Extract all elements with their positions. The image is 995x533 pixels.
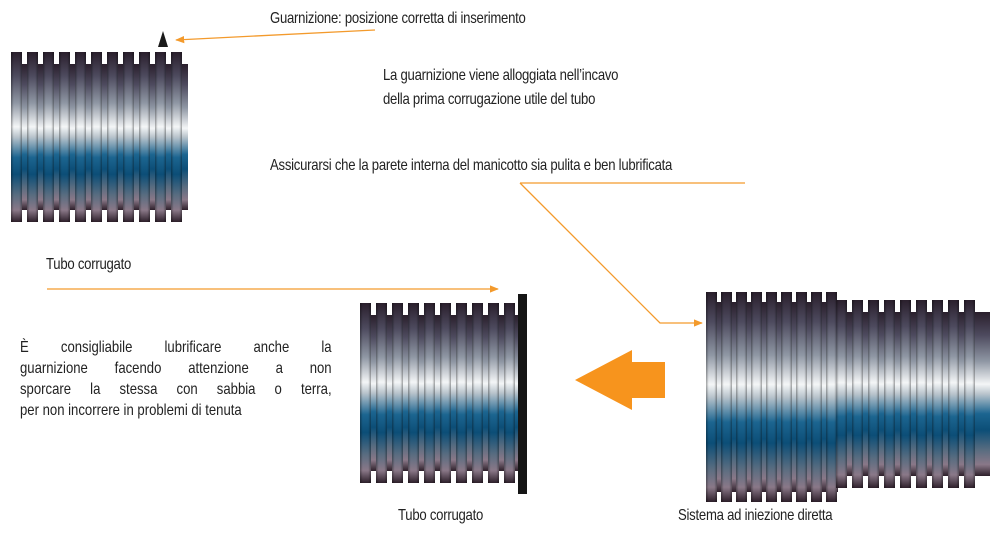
pipe-rib-shade [27,52,38,222]
pipe-rib-shade [751,292,762,502]
corrugated-pipe-top [11,52,188,222]
pipe-rib-shade [736,292,747,502]
pipe-rib-shade [171,52,182,222]
label-pipe-bottom: Tubo corrugato [398,507,484,524]
gasket-triangle-icon [158,31,168,47]
pipe-rib-shade [811,292,822,502]
pipe-rib-shade [721,292,732,502]
label-gasket-housed-1: La guarnizione viene alloggiata nell’inc… [383,67,619,84]
pipe-rib-shade [11,52,22,222]
leader-lines [47,29,745,327]
gasket-black-ring [518,294,527,494]
pipe-rib-shade [504,303,515,483]
pipe-rib-shade [59,52,70,222]
pipe-rib-shade [706,292,717,502]
pipe-rib-shade [139,52,150,222]
pipe-rib-shade [826,292,837,502]
pipe-rib-shade [964,300,975,488]
pipe-rib-shade [91,52,102,222]
left-arrow-icon [575,350,665,410]
injection-sleeve-pipe [706,292,838,502]
pipe-rib-shade [916,300,927,488]
corrugated-pipe-bottom [360,303,520,483]
pipe-rib-shade [376,303,387,483]
pipe-rib-shade [796,292,807,502]
pipe-rib-shade [852,300,863,488]
label-injection-system: Sistema ad iniezione diretta [678,507,833,524]
leader-sleeve-to-system [519,182,703,327]
pipe-rib-shade [107,52,118,222]
pipe-rib-shade [440,303,451,483]
leader-gasket-position [175,29,376,44]
advice-line: per non incorrere in problemi di tenuta [20,402,242,419]
advice-line: È consigliabile lubrificare anche la [20,339,332,356]
pipe-rib-shade [155,52,166,222]
pipe-rib-shade [488,303,499,483]
pipe-rib-shade [836,300,847,488]
advice-line: guarnizione facendo attenzione a non [20,360,332,377]
advice-line: sporcare la stessa con sabbia o terra, [20,381,332,398]
injection-sleeve-body [836,300,990,488]
pipe-rib-shade [360,303,371,483]
label-gasket-housed-2: della prima corrugazione utile del tubo [383,91,596,108]
pipe-rib-shade [424,303,435,483]
pipe-rib-shade [123,52,134,222]
pipe-rib-shade [884,300,895,488]
pipe-rib-shade [75,52,86,222]
pipe-rib-shade [456,303,467,483]
advice-paragraph: È consigliabile lubrificare anche la gua… [20,337,332,421]
pipe-rib-shade [781,292,792,502]
pipe-rib-shade [932,300,943,488]
pipe-rib-shade [472,303,483,483]
pipe-rib-shade [766,292,777,502]
pipe-rib-shade [948,300,959,488]
pipe-rib-shade [900,300,911,488]
label-sleeve-clean: Assicurarsi che la parete interna del ma… [270,157,673,174]
label-gasket-position: Guarnizione: posizione corretta di inser… [270,10,526,27]
label-pipe-top: Tubo corrugato [46,256,132,273]
pipe-rib-shade [43,52,54,222]
pipe-rib-shade [392,303,403,483]
pipe-rib-shade [408,303,419,483]
pipe-rib-shade [868,300,879,488]
